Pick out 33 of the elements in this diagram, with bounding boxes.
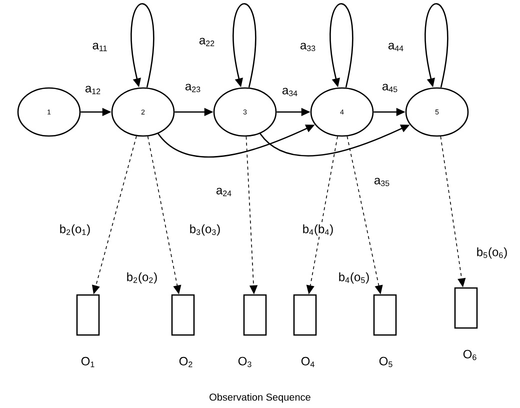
loop-arrow [130,3,154,88]
observation-box [76,294,100,336]
edge-label: b$_{3}$(o$_{3}$) [188,223,222,237]
edge-label: a$_{11}$ [91,42,109,52]
caption: Observation Sequence [210,393,310,403]
edge-label: a$_{33}$ [298,42,318,52]
observation-label: O$_{6}$ [463,350,476,360]
edge-label: b$_{2}$(o$_{1}$) [58,223,92,237]
loop-arrow [232,3,256,88]
observation-label: O$_{4}$ [301,356,314,368]
edge-label: a$_{44}$ [386,42,406,52]
edge-label: a$_{23}$ [184,82,202,94]
probability-label: b$_{2}$(o$_{2}$) [125,271,159,285]
edge-label: a$_{34}$ [280,86,300,98]
edge-label: b$_{5}$(o$_{6}$) [475,246,509,260]
edge-label: a$_{45}$ [380,82,400,94]
observation-label: O$_{1}$ [81,356,94,368]
observation-box [171,294,195,336]
edge-label: b$_{4}$(o$_{5}$) [337,271,371,285]
observation-label: O$_{2}$ [179,356,192,368]
edge-label: a$_{35}$ [372,176,392,188]
observation-box [373,294,397,336]
observation-label: O$_{5}$ [379,356,392,368]
observation-label: O$_{3}$ [238,356,252,368]
edge-label: a$_{22}$ [198,36,216,48]
observation-box [293,294,317,336]
edge-label: a$_{12}$ [84,84,102,96]
edge-label: a$_{24}$ [214,186,234,198]
edge-label: b$_{4}$(b$_{4}$) [301,223,335,237]
loop-arrow [424,3,448,88]
observation-box [243,294,267,336]
loop-arrow [330,3,354,88]
observation-box [454,287,478,329]
